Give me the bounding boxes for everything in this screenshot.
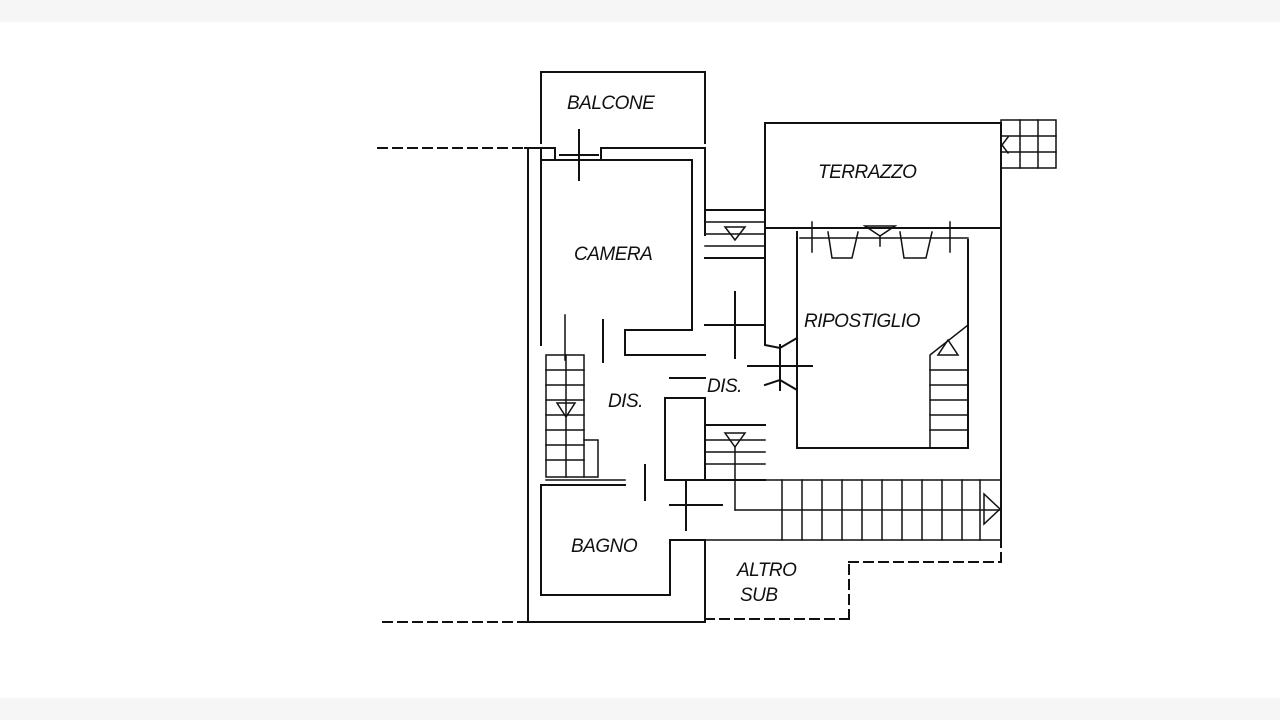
outer-walls (524, 147, 706, 623)
label-ripostiglio: RIPOSTIGLIO (804, 311, 921, 332)
boundary-dashed-lines (377, 147, 1002, 623)
right-stair (929, 323, 970, 449)
bottom-stair (704, 479, 1002, 541)
room-labels: BALCONE TERRAZZO CAMERA RIPOSTIGLIO DIS.… (567, 93, 921, 606)
terrazzo-outline (764, 122, 1002, 541)
balcone-outline (540, 71, 706, 144)
label-terrazzo: TERRAZZO (818, 162, 917, 183)
label-balcone: BALCONE (567, 93, 655, 114)
label-altro-sub-line1: ALTRO (736, 560, 797, 581)
camera-walls (540, 159, 706, 363)
label-bagno: BAGNO (571, 536, 638, 557)
label-dis-left: DIS. (608, 391, 643, 412)
label-altro-sub-line2: SUB (740, 585, 778, 606)
label-camera: CAMERA (574, 244, 652, 265)
drawing-canvas (0, 22, 1280, 698)
label-dis-center: DIS. (707, 376, 742, 397)
balcone-door (559, 129, 599, 181)
ripostiglio-walls (763, 231, 969, 449)
ripostiglio-windows (799, 221, 969, 259)
bagno-walls (540, 464, 723, 596)
corridor-stair-lower (704, 432, 766, 511)
corridor-stair-upper (704, 221, 766, 247)
left-stair (545, 354, 626, 481)
corridor-walls (664, 209, 813, 481)
terrazzo-step-grid (1000, 119, 1057, 169)
